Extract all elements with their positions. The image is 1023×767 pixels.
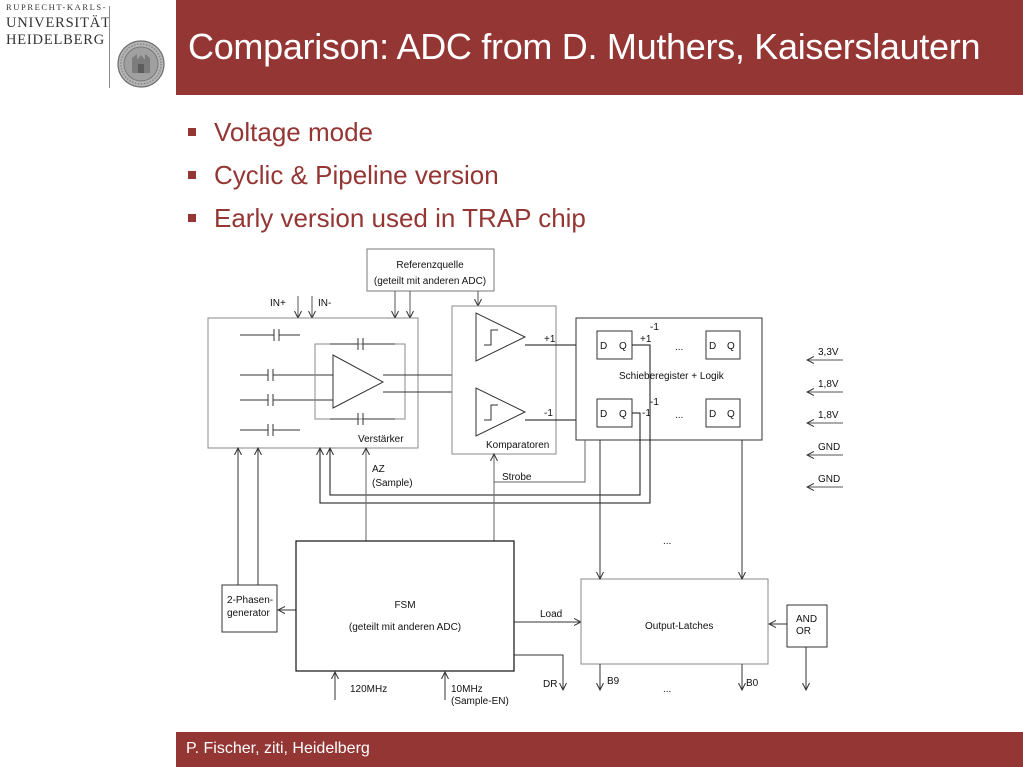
- superscript-label: -1: [650, 397, 659, 408]
- bit-b0-label: B0: [746, 678, 759, 689]
- bullet-text: Cyclic & Pipeline version: [214, 160, 499, 190]
- output-latches-label: Output-Latches: [645, 621, 713, 632]
- or-label: OR: [796, 626, 811, 637]
- supply-1v8-label: 1,8V: [818, 410, 839, 421]
- amplifier-block: Verstärker: [207, 317, 452, 449]
- flipflop-d-label: D: [600, 341, 607, 352]
- logo-line-2: UNIVERSITÄT: [6, 15, 111, 31]
- shift-register-block: D Q D Q D Q D Q +1 -1 -1 -1 ... ... Schi…: [575, 317, 763, 441]
- and-or-block: AND OR: [786, 604, 828, 648]
- footer-text: P. Fischer, ziti, Heidelberg: [186, 740, 370, 757]
- flipflop-q-label: Q: [619, 341, 627, 352]
- ellipsis-label: ...: [663, 684, 671, 695]
- supply-gnd-label: GND: [818, 474, 840, 485]
- footer-bar: P. Fischer, ziti, Heidelberg: [176, 732, 1023, 767]
- university-seal-icon: [117, 40, 165, 88]
- university-logo: RUPRECHT-KARLS- UNIVERSITÄT HEIDELBERG: [0, 0, 176, 95]
- logo-divider: [109, 6, 110, 88]
- feedback-wiring: [320, 344, 651, 504]
- load-label: Load: [540, 609, 562, 620]
- bullet-marker: [188, 128, 196, 136]
- logo-line-3: HEIDELBERG: [6, 32, 106, 48]
- fsm-label: FSM: [394, 600, 415, 611]
- comparator-plus1-label: +1: [544, 334, 556, 345]
- reference-source-block: Referenzquelle (geteilt mit anderen ADC): [366, 248, 495, 292]
- two-phase-generator-block: 2-Phasen- generator: [221, 584, 278, 633]
- supply-3v3-label: 3,3V: [818, 347, 839, 358]
- az-label: AZ: [372, 464, 385, 475]
- reference-connections: [298, 291, 478, 318]
- supply-1v8-label: 1,8V: [818, 379, 839, 390]
- comparator-block: Komparatoren: [451, 305, 557, 455]
- clock-120mhz-label: 120MHz: [350, 684, 387, 695]
- in-plus-label: IN+: [270, 298, 286, 309]
- strobe-label: Strobe: [502, 472, 532, 483]
- bullet-list: Voltage mode Cyclic & Pipeline version E…: [188, 112, 586, 241]
- reference-source-sublabel: (geteilt mit anderen ADC): [374, 276, 486, 287]
- fsm-sublabel: (geteilt mit anderen ADC): [349, 622, 461, 633]
- and-label: AND: [796, 614, 817, 625]
- bullet-text: Voltage mode: [214, 117, 374, 147]
- bullet-text: Early version used in TRAP chip: [214, 203, 586, 233]
- bullet-item: Early version used in TRAP chip: [188, 198, 586, 241]
- ellipsis-label: ...: [663, 536, 671, 547]
- bullet-item: Cyclic & Pipeline version: [188, 155, 586, 198]
- phase-generator-wiring: [238, 448, 296, 610]
- bit-b9-label: B9: [607, 676, 620, 687]
- flipflop-d-label: D: [709, 409, 716, 420]
- feedback-minus1-label: -1: [642, 408, 651, 419]
- reference-source-label: Referenzquelle: [396, 260, 464, 271]
- fsm-block: FSM (geteilt mit anderen ADC): [295, 540, 515, 672]
- amplifier-label: Verstärker: [358, 434, 404, 445]
- two-phase-generator-label: 2-Phasen-: [227, 595, 273, 606]
- flipflop-q-label: Q: [619, 409, 627, 420]
- shift-register-label: Schieberegister + Logik: [619, 371, 725, 382]
- comparator-minus1-label: -1: [544, 408, 553, 419]
- in-minus-label: IN-: [318, 298, 331, 309]
- flipflop-d-label: D: [600, 409, 607, 420]
- az-sublabel: (Sample): [372, 478, 413, 489]
- feedback-plus1-label: +1: [640, 334, 652, 345]
- flipflop-q-label: Q: [727, 409, 735, 420]
- title-bar: Comparison: ADC from D. Muthers, Kaisers…: [176, 0, 1023, 95]
- comparator-label: Komparatoren: [486, 440, 549, 451]
- flipflop-q-label: Q: [727, 341, 735, 352]
- bullet-marker: [188, 214, 196, 222]
- superscript-label: -1: [650, 322, 659, 333]
- logo-line-1: RUPRECHT-KARLS-: [6, 2, 108, 12]
- latch-wiring: [600, 440, 806, 690]
- supply-arrows: [807, 360, 843, 487]
- supply-gnd-label: GND: [818, 442, 840, 453]
- bullet-marker: [188, 171, 196, 179]
- dr-label: DR: [543, 679, 557, 690]
- fsm-wiring: [335, 622, 581, 700]
- slide-title: Comparison: ADC from D. Muthers, Kaisers…: [188, 26, 981, 67]
- ellipsis-label: ...: [675, 410, 683, 421]
- output-latches-block: Output-Latches: [580, 578, 769, 665]
- two-phase-generator-sublabel: generator: [227, 608, 270, 619]
- clock-10mhz-label: 10MHz: [451, 684, 483, 695]
- strobe-wiring: [366, 440, 586, 541]
- clock-10mhz-sublabel: (Sample-EN): [451, 696, 509, 707]
- flipflop-d-label: D: [709, 341, 716, 352]
- ellipsis-label: ...: [675, 342, 683, 353]
- bullet-item: Voltage mode: [188, 112, 586, 155]
